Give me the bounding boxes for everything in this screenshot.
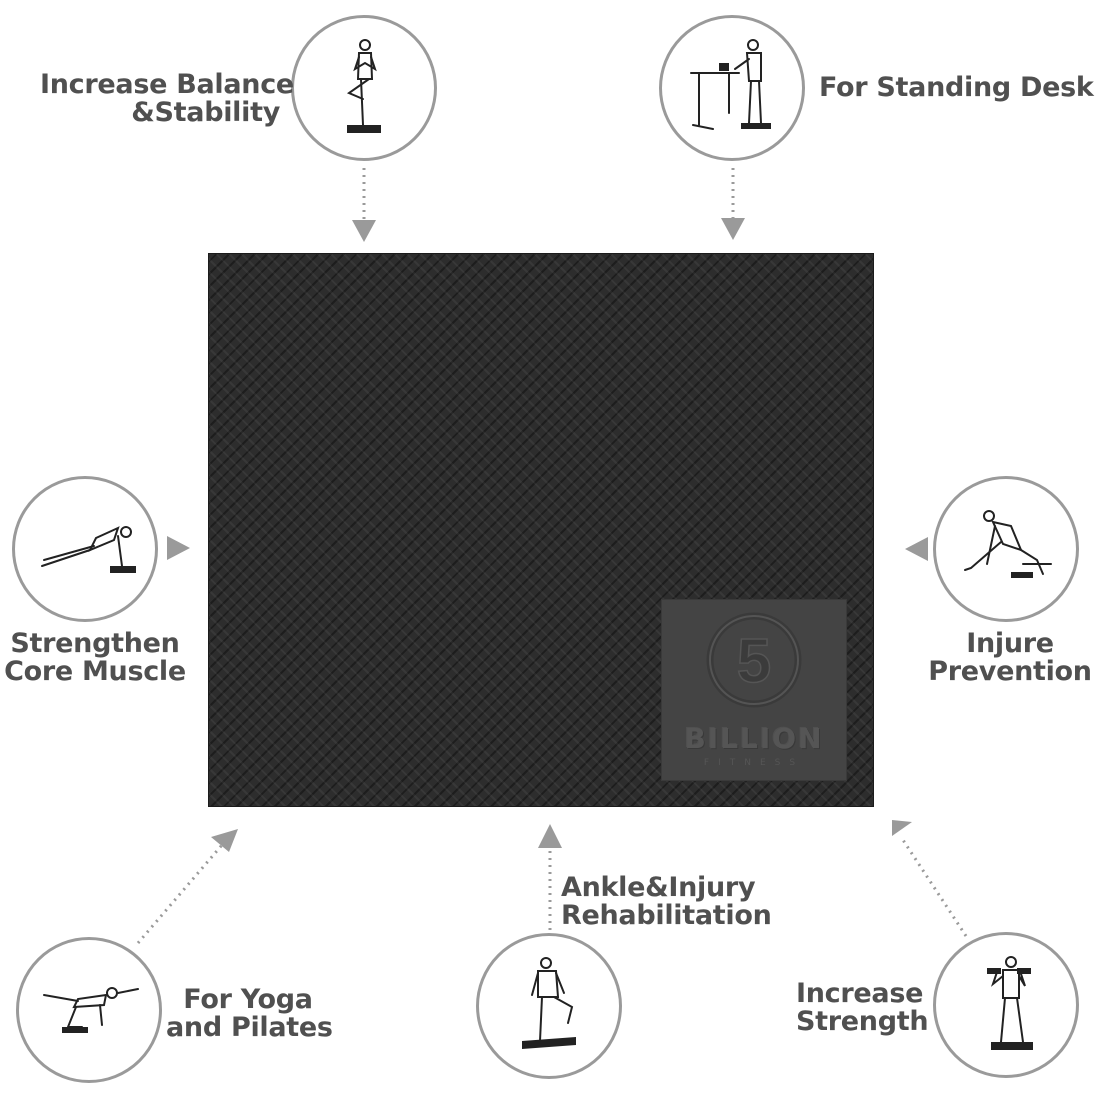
arrow-down-balance [352, 220, 376, 242]
arrow-right-core [167, 536, 190, 560]
yoga-label: For Yoga and Pilates [166, 984, 333, 1043]
arrow-down-standing [721, 218, 745, 240]
balance-circle [291, 15, 437, 161]
injure-circle [933, 476, 1079, 622]
logo-brand-text: BILLION [684, 722, 824, 755]
brand-logo: 5 BILLION FITNESS [661, 599, 847, 781]
standing-label: For Standing Desk [819, 72, 1094, 103]
bird-dog-figure-icon [43, 987, 139, 1033]
standing-label-line1: For Standing Desk [819, 72, 1094, 103]
ankle-circle [476, 933, 622, 1079]
strength-label: Increase Strength [796, 978, 929, 1037]
arrow-up-strength [892, 820, 912, 836]
logo-sub-text: FITNESS [703, 758, 805, 768]
side-plank-figure-icon [41, 526, 136, 573]
core-label-line1: Strengthen [10, 628, 180, 659]
core-label: Strengthen Core Muscle [0, 630, 190, 686]
strength-label-line2: Strength [796, 1006, 929, 1037]
logo-ring-icon: 5 [706, 612, 802, 708]
ankle-label-line1: Ankle&Injury [561, 872, 756, 903]
single-leg-stand-figure-icon [522, 957, 576, 1049]
yoga-label-line2: and Pilates [166, 1012, 333, 1043]
dumbbell-curl-figure-icon [987, 956, 1033, 1050]
standing-circle [659, 15, 805, 161]
yoga-label-line1: For Yoga [183, 984, 313, 1015]
tree-pose-figure-icon [346, 39, 381, 133]
balance-label-line1: Increase Balance [40, 69, 294, 100]
standing-desk-figure-icon [690, 39, 771, 130]
strength-circle [933, 932, 1079, 1078]
injure-label-line2: Prevention [928, 656, 1092, 687]
ankle-label-line2: Rehabilitation [561, 900, 772, 931]
arrow-left-injure [905, 537, 928, 561]
balance-label: Increase Balance &Stability [40, 69, 294, 128]
balance-pad: 5 BILLION FITNESS [208, 253, 874, 807]
strength-label-line1: Increase [796, 978, 924, 1009]
core-circle [12, 476, 158, 622]
arrow-up-yoga [211, 829, 238, 852]
svg-text:5: 5 [737, 627, 771, 696]
ankle-label: Ankle&Injury Rehabilitation [561, 874, 781, 930]
arrow-up-ankle [538, 824, 562, 848]
injure-label: Injure Prevention [920, 630, 1100, 686]
core-label-line2: Core Muscle [4, 656, 186, 687]
balance-label-line2: &Stability [131, 97, 280, 128]
yoga-circle [16, 937, 162, 1083]
injure-label-line1: Injure [966, 628, 1054, 659]
kneeling-stretch-figure-icon [964, 510, 1052, 578]
